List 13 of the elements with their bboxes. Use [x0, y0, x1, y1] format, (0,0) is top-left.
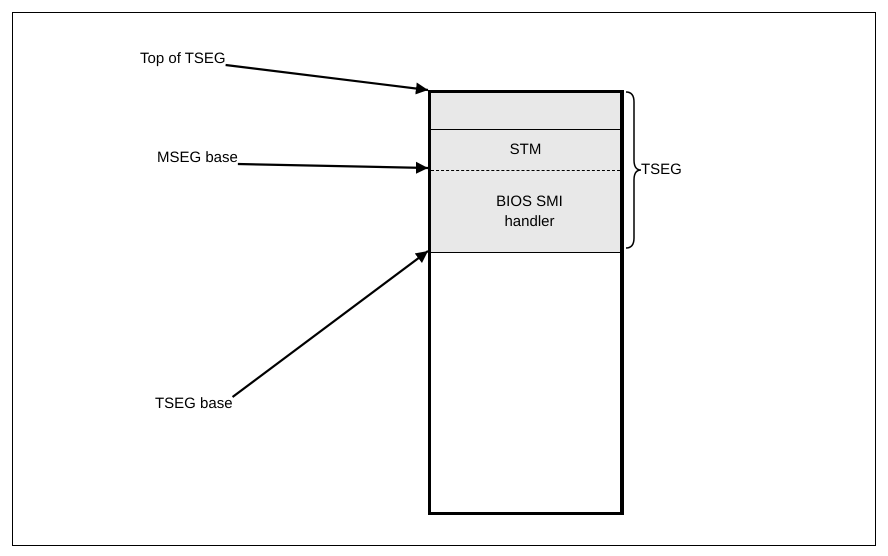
region-label: STM	[510, 140, 542, 160]
pointer-label: Top of TSEG	[140, 50, 226, 67]
leader-arrow	[238, 162, 428, 174]
region-label: BIOS SMI handler	[495, 192, 564, 231]
leader-arrow	[232, 250, 429, 398]
region-label: TSEG	[641, 161, 682, 178]
memory-column	[428, 90, 624, 515]
pointer-label: TSEG base	[155, 395, 233, 412]
pointer-label: MSEG base	[157, 149, 238, 166]
memory-region	[431, 170, 620, 253]
leader-arrow	[225, 64, 428, 95]
memory-region	[431, 129, 620, 170]
memory-region	[431, 93, 620, 129]
